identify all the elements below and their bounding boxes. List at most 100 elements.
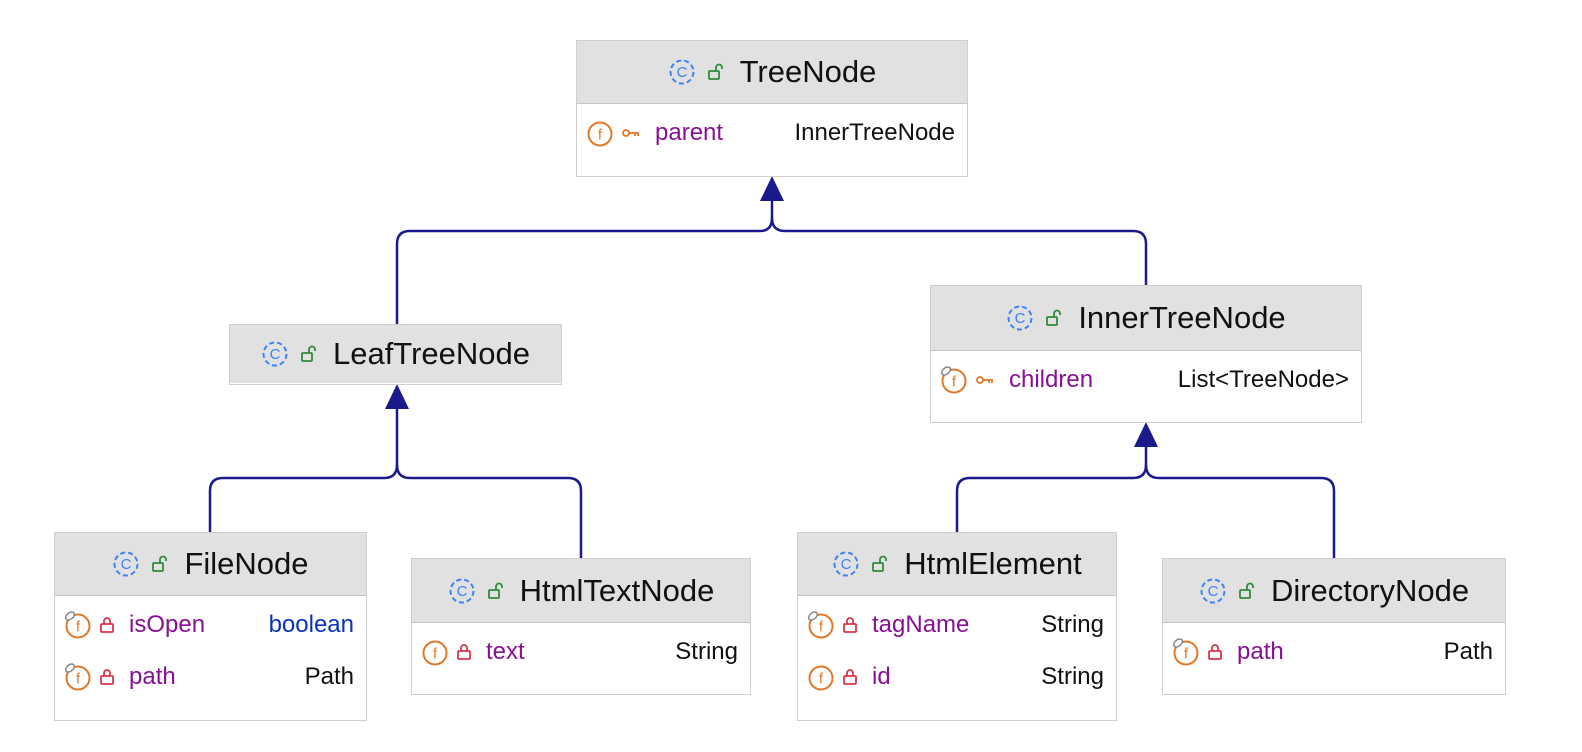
field-list: f path Path [1163,623,1505,681]
field-row[interactable]: f text String [412,626,750,678]
class-c-icon: C [112,550,140,578]
class-c-icon: C [448,577,476,605]
class-c-icon: C [1199,577,1227,605]
class-box-htmltextnode[interactable]: C HtmlTextNode f text String [411,558,751,695]
field-row[interactable]: f path Path [55,651,366,703]
svg-text:C: C [1015,310,1026,327]
unlocked-icon [1237,581,1255,601]
final-field-f-icon: f [63,662,93,692]
class-header: C DirectoryNode [1163,559,1505,623]
class-name: TreeNode [739,54,877,89]
field-row[interactable]: f id String [798,651,1116,703]
class-c-icon: C [832,550,860,578]
unlocked-icon [1044,308,1062,328]
field-type: String [1041,611,1104,638]
unlocked-icon [150,554,168,574]
class-name: HtmlTextNode [519,572,715,608]
field-type: String [1041,663,1104,690]
field-name: id [872,663,891,690]
field-f-icon: f [585,118,615,148]
lock-icon [842,616,858,634]
final-field-f-icon: f [63,610,93,640]
class-name: FileNode [184,546,309,581]
lock-icon [1207,643,1223,661]
field-type: InnerTreeNode [794,119,955,146]
lock-icon [842,668,858,686]
field-name: isOpen [129,611,206,638]
lock-icon [99,668,115,686]
class-header: C HtmlTextNode [412,559,750,623]
edge-leaftreenode-to-treenode [395,200,774,324]
field-name: parent [655,119,724,146]
field-row[interactable]: f parent InnerTreeNode [577,107,967,159]
class-box-treenode[interactable]: C TreeNode f parent InnerTreeNode [576,40,968,177]
edge-directorynode-to-innertreenode [1144,464,1336,558]
field-name: path [1237,638,1284,665]
field-list: f parent InnerTreeNode [577,104,967,162]
class-name: LeafTreeNode [332,336,531,371]
field-list: f children List<TreeNode> [931,351,1361,409]
field-name: path [129,663,176,690]
field-name: children [1009,366,1094,393]
field-name: tagName [872,611,970,638]
class-c-icon: C [261,340,289,368]
final-field-f-icon: f [939,365,969,395]
unlocked-icon [299,344,317,364]
class-box-innertreenode[interactable]: C InnerTreeNode f children List<TreeNode… [930,285,1362,423]
field-type: boolean [268,611,354,638]
arrowhead-innertreenode [1134,422,1158,447]
class-box-leaftreenode[interactable]: C LeafTreeNode [229,324,562,385]
class-header: C FileNode [55,533,366,596]
svg-text:f: f [952,374,957,391]
class-header: C TreeNode [577,41,967,104]
field-f-icon: f [806,662,836,692]
svg-text:C: C [456,583,467,600]
field-row[interactable]: f children List<TreeNode> [931,354,1361,406]
final-field-f-icon: f [1171,637,1201,667]
field-row[interactable]: f path Path [1163,626,1505,678]
field-list: f isOpen boolean f path Path [55,596,366,706]
field-row[interactable]: f tagName String [798,599,1116,651]
class-header: C LeafTreeNode [230,325,561,383]
class-box-directorynode[interactable]: C DirectoryNode f path Path [1162,558,1506,695]
field-list: f tagName String f id String [798,596,1116,706]
svg-text:f: f [1184,646,1189,663]
unlocked-icon [486,581,504,601]
lock-icon [456,643,472,661]
field-type: Path [304,663,354,690]
svg-text:f: f [598,127,603,144]
class-box-filenode[interactable]: C FileNode f isOpen boolean f path Path [54,532,367,721]
class-box-htmlelement[interactable]: C HtmlElement f tagName String f id Stri… [797,532,1117,721]
field-list: f text String [412,623,750,681]
svg-text:f: f [819,619,824,636]
unlocked-icon [706,62,724,82]
class-header: C HtmlElement [798,533,1116,596]
field-type: List<TreeNode> [1177,366,1349,393]
class-c-icon: C [668,58,696,86]
class-name: InnerTreeNode [1078,300,1286,335]
edge-htmltextnode-to-leaftreenode [395,464,583,558]
lock-icon [99,616,115,634]
key-icon [621,126,641,140]
class-c-icon: C [1006,304,1034,332]
svg-text:C: C [270,346,281,363]
edge-innertreenode-to-treenode [770,217,1148,285]
key-icon [975,373,995,387]
svg-text:C: C [676,64,687,81]
arrowhead-leaftreenode [385,384,409,409]
field-type: Path [1443,638,1493,665]
svg-text:C: C [841,556,852,573]
svg-text:C: C [121,556,132,573]
edge-filenode-to-leaftreenode [208,408,399,532]
field-f-icon: f [420,637,450,667]
unlocked-icon [870,554,888,574]
svg-text:C: C [1208,583,1219,600]
svg-text:f: f [819,671,824,688]
svg-text:f: f [76,619,81,636]
field-row[interactable]: f isOpen boolean [55,599,366,651]
class-header: C InnerTreeNode [931,286,1361,351]
class-name: HtmlElement [904,546,1082,581]
svg-text:f: f [433,646,438,663]
final-field-f-icon: f [806,610,836,640]
